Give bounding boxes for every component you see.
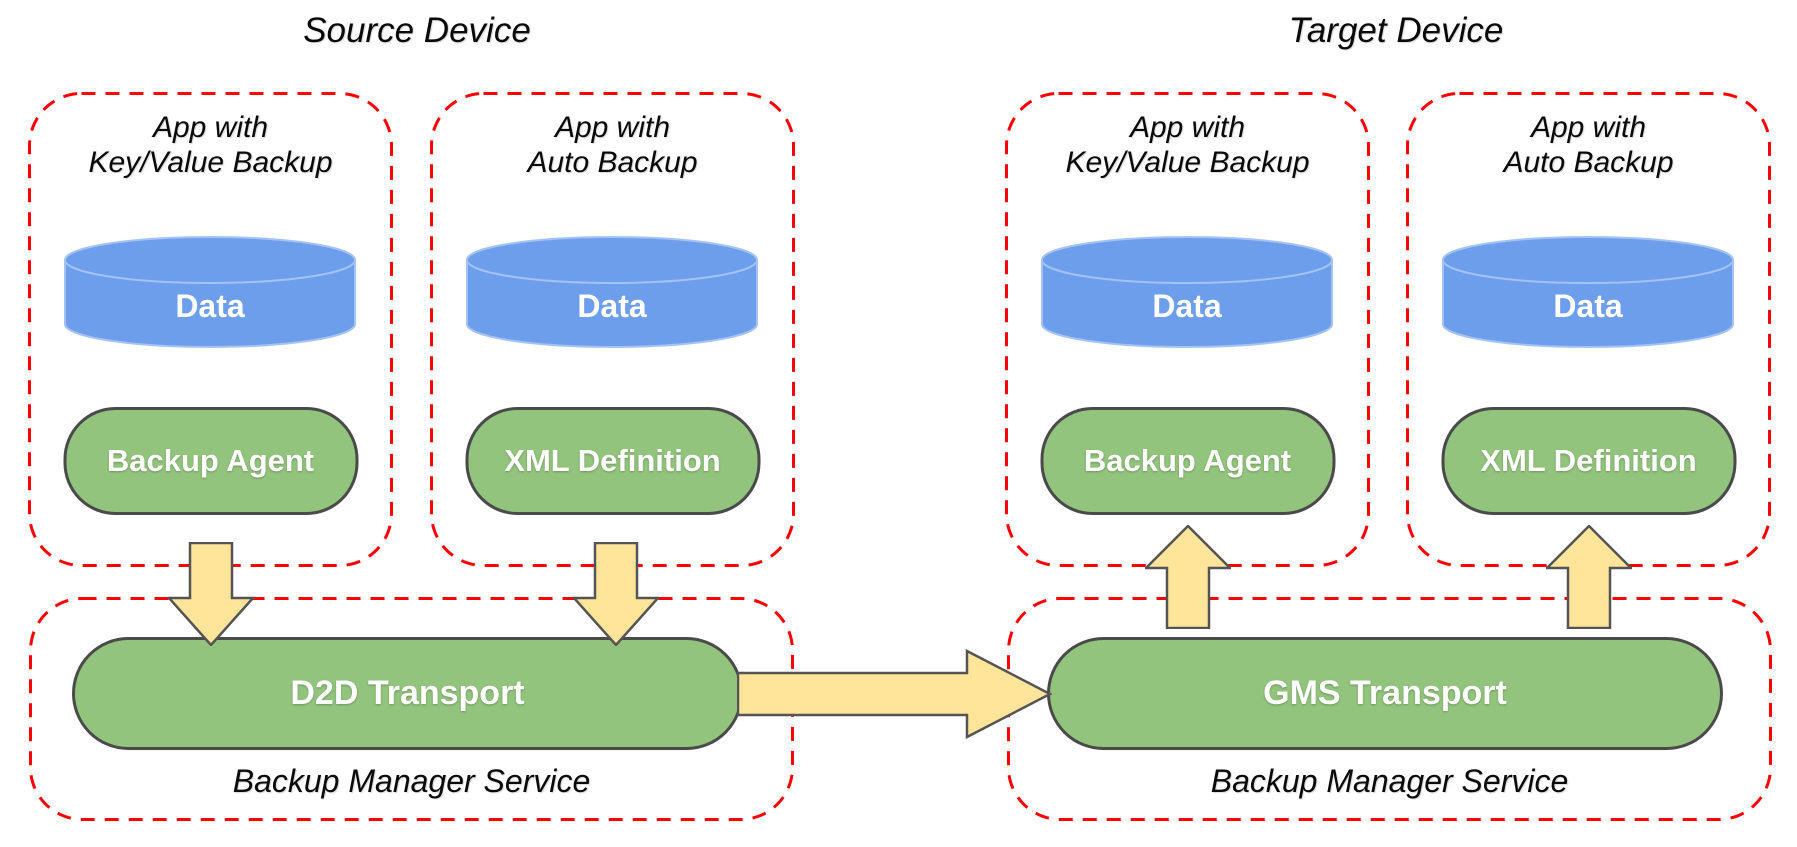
d2d-transport-label: D2D Transport bbox=[290, 674, 525, 712]
backup-agent-label: Backup Agent bbox=[106, 443, 315, 478]
backup-agent-label: Backup Agent bbox=[1083, 443, 1292, 478]
down-arrow-backup-agent-to-d2d bbox=[168, 542, 254, 646]
service-box-label: Backup Manager Service bbox=[232, 763, 591, 799]
app-box-source-auto: App with Auto Backup Data XML Definition bbox=[430, 92, 795, 567]
data-cylinder: Data bbox=[1442, 236, 1734, 348]
data-cylinder: Data bbox=[466, 236, 758, 348]
d2d-transport-pill: D2D Transport bbox=[72, 637, 743, 750]
xml-definition-pill: XML Definition bbox=[1441, 407, 1736, 515]
up-arrow-gms-to-backup-agent bbox=[1145, 525, 1231, 629]
app-box-target-keyvalue: App with Key/Value Backup Data Backup Ag… bbox=[1005, 92, 1370, 567]
xml-definition-pill: XML Definition bbox=[465, 407, 760, 515]
app-box-title: App with Key/Value Backup bbox=[1005, 110, 1370, 180]
app-box-source-keyvalue: App with Key/Value Backup Data Backup Ag… bbox=[28, 92, 393, 567]
data-cylinder-label: Data bbox=[175, 288, 245, 324]
app-box-title-line1: App with bbox=[554, 111, 671, 144]
app-box-title: App with Auto Backup bbox=[1406, 110, 1771, 180]
right-arrow-d2d-to-gms bbox=[737, 649, 1052, 739]
backup-manager-service-box-target: GMS Transport Backup Manager Service bbox=[1007, 597, 1772, 821]
backup-agent-pill: Backup Agent bbox=[63, 407, 358, 515]
data-cylinder-label: Data bbox=[1152, 288, 1222, 324]
app-box-title-line2: Auto Backup bbox=[1503, 146, 1674, 179]
app-box-title: App with Key/Value Backup bbox=[28, 110, 393, 180]
app-box-title-line1: App with bbox=[1530, 111, 1647, 144]
target-device-title: Target Device bbox=[1288, 11, 1504, 50]
up-arrow-gms-to-xml-definition bbox=[1546, 525, 1632, 629]
app-box-target-auto: App with Auto Backup Data XML Definition bbox=[1406, 92, 1771, 567]
app-box-title-line1: App with bbox=[152, 111, 269, 144]
backup-agent-pill: Backup Agent bbox=[1040, 407, 1335, 515]
xml-definition-label: XML Definition bbox=[504, 443, 721, 478]
gms-transport-label: GMS Transport bbox=[1263, 674, 1507, 712]
down-arrow-xml-definition-to-d2d bbox=[573, 542, 659, 646]
app-box-title-line2: Auto Backup bbox=[527, 146, 698, 179]
app-box-title-line2: Key/Value Backup bbox=[1065, 146, 1310, 179]
data-cylinder-label: Data bbox=[577, 288, 647, 324]
app-box-title: App with Auto Backup bbox=[430, 110, 795, 180]
data-cylinder: Data bbox=[1041, 236, 1333, 348]
source-device-title: Source Device bbox=[303, 11, 531, 50]
app-box-title-line1: App with bbox=[1129, 111, 1246, 144]
data-cylinder: Data bbox=[64, 236, 356, 348]
xml-definition-label: XML Definition bbox=[1480, 443, 1697, 478]
app-box-title-line2: Key/Value Backup bbox=[88, 146, 333, 179]
service-box-label: Backup Manager Service bbox=[1210, 763, 1569, 799]
data-cylinder-label: Data bbox=[1553, 288, 1623, 324]
backup-manager-service-box-source: D2D Transport Backup Manager Service bbox=[29, 597, 794, 821]
gms-transport-pill: GMS Transport bbox=[1047, 637, 1723, 750]
